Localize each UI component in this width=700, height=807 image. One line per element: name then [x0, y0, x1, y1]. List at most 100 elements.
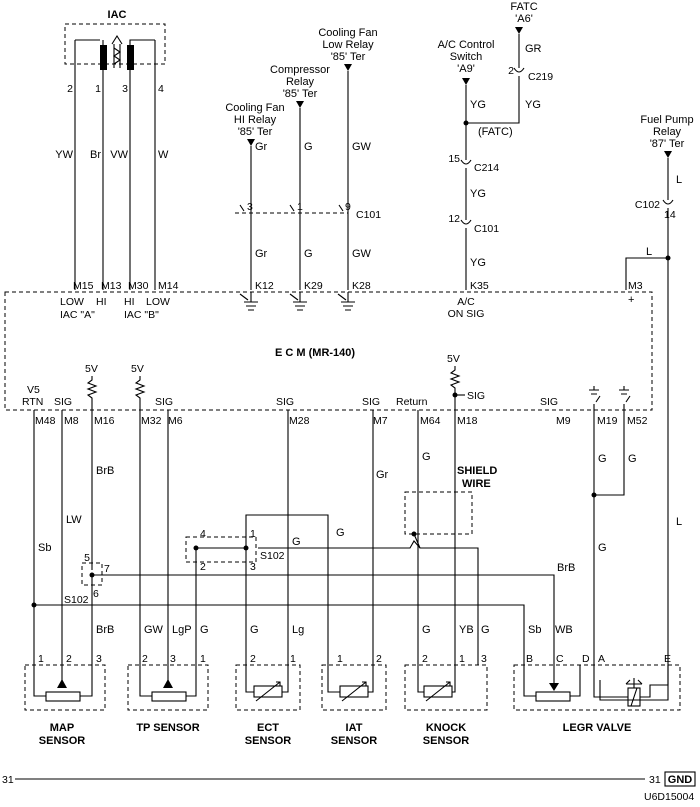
fuel-pump-line2: Relay	[653, 126, 682, 138]
wire-yg-2: YG	[470, 188, 486, 200]
c101-pin-12: 12	[448, 213, 460, 225]
s102-label-right: S102	[260, 550, 285, 562]
ecm-pin-m16: M16	[94, 415, 115, 427]
ecm-pin-m15: M15	[73, 280, 94, 292]
iac-group-a: IAC "A"	[60, 309, 95, 321]
map-label-1: MAP	[50, 722, 74, 734]
ecm-pin-m7: M7	[373, 415, 388, 427]
ecm-5v-1: 5V	[85, 363, 98, 375]
wire-g-bottom: G	[304, 248, 313, 260]
wire-lw: LW	[66, 514, 82, 526]
fuel-pump-circuit: Fuel Pump Relay '87' Ter L C102 14 L M3 …	[599, 114, 694, 701]
compressor-line2: Relay	[286, 76, 315, 88]
c214-label: C214	[474, 162, 499, 174]
ecm-pin-m28: M28	[289, 415, 310, 427]
ect-pin-2: 2	[250, 653, 256, 665]
wire-yb: YB	[459, 624, 474, 636]
legr-pin-b: B	[526, 653, 533, 665]
fatc-line1: FATC	[510, 1, 537, 13]
ecm-pin-m3: M3	[628, 280, 643, 292]
knock-pin-3: 3	[481, 653, 487, 665]
compressor-line3: '85' Ter	[283, 88, 318, 100]
legr-pin-a: A	[598, 653, 605, 665]
relay-feeds: Cooling Fan Low Relay '85' Ter Compresso…	[225, 27, 381, 311]
wire-brb-1: BrB	[96, 465, 114, 477]
knock-pin-2: 2	[422, 653, 428, 665]
cooling-fan-low-line2: Low Relay	[322, 39, 374, 51]
ground-tag: GND	[668, 774, 693, 786]
wire-gr-fatc: GR	[525, 43, 542, 55]
ect-label-2: SENSOR	[245, 735, 292, 747]
ecm-5v-2: 5V	[131, 363, 144, 375]
knock-sensor: 2 1 3 KNOCK SENSOR	[404, 653, 488, 747]
c219-pin-2: 2	[508, 65, 514, 77]
iac-pin-1: 1	[95, 83, 101, 95]
ect-pin-1: 1	[290, 653, 296, 665]
wire-sb-legr: Sb	[528, 624, 541, 636]
s102-pin-6: 6	[93, 588, 99, 600]
s102-pin-2: 2	[200, 561, 206, 573]
wire-gr-iat: Gr	[376, 469, 389, 481]
knock-pin-1: 1	[459, 653, 465, 665]
legr-pin-e: E	[664, 653, 671, 665]
wire-lgp: LgP	[172, 624, 192, 636]
ecm-sig-m28: SIG	[276, 396, 294, 408]
wire-brb-2: BrB	[96, 624, 114, 636]
ac-switch-line1: A/C Control	[438, 39, 495, 51]
iac-component: IAC 2 1 3 4 YW Br VW W M15 M13 M30 M14 L…	[55, 9, 178, 321]
cooling-fan-hi-line1: Cooling Fan	[225, 102, 284, 114]
ground-right-number: 31	[649, 774, 661, 786]
ecm-label-hi-a: HI	[96, 296, 107, 308]
ac-switch-line3: 'A9'	[457, 63, 475, 75]
wire-lg: Lg	[292, 624, 304, 636]
ecm-pin-m19: M19	[597, 415, 618, 427]
knock-label-2: SENSOR	[423, 735, 470, 747]
ecm-pin-k28: K28	[352, 280, 371, 292]
ecm-pin-k29: K29	[304, 280, 323, 292]
tp-label: TP SENSOR	[136, 722, 199, 734]
wire-yw: YW	[55, 149, 73, 161]
c101-pin-9: 9	[345, 201, 351, 213]
ecm-label-low-b: LOW	[146, 296, 170, 308]
compressor-line1: Compressor	[270, 64, 330, 76]
wire-g-m64: G	[422, 451, 431, 463]
map-pin-2: 2	[66, 653, 72, 665]
ecm-pin-k35: K35	[470, 280, 489, 292]
iac-pin-3: 3	[122, 83, 128, 95]
wire-vw: VW	[110, 149, 128, 161]
c101-label-left: C101	[356, 209, 381, 221]
wire-wb: WB	[555, 624, 573, 636]
wire-gw-tp: GW	[144, 624, 164, 636]
wire-g-knock: G	[422, 624, 431, 636]
wire-g-tp: G	[200, 624, 209, 636]
s102-label-left: S102	[64, 594, 89, 606]
ecm-pin-m52: M52	[627, 415, 648, 427]
s102-pin-1: 1	[250, 528, 256, 540]
c102-label: C102	[635, 199, 660, 211]
wire-sb-map: Sb	[38, 542, 51, 554]
figure-id: U6D15004	[644, 791, 694, 803]
ecm-sig-m7: SIG	[362, 396, 380, 408]
wire-g-ect: G	[250, 624, 259, 636]
ecm-return: Return	[396, 396, 428, 408]
cooling-fan-hi-line3: '85' Ter	[238, 126, 273, 138]
wire-l-2: L	[646, 246, 652, 258]
ecm-title: E C M (MR-140)	[275, 347, 355, 359]
wire-g-knock3: G	[481, 624, 490, 636]
c101-label-right: C101	[474, 223, 499, 235]
c219-label: C219	[528, 71, 553, 83]
wire-g-m52: G	[628, 453, 637, 465]
map-pin-3: 3	[96, 653, 102, 665]
ecm-pin-m9: M9	[556, 415, 571, 427]
legr-label: LEGR VALVE	[563, 722, 632, 734]
ecm-v5: V5	[27, 384, 40, 396]
ecm-plus: +	[628, 294, 634, 306]
s102-pin-3: 3	[250, 561, 256, 573]
legr-valve: B C A D E LEGR VALVE	[513, 653, 681, 734]
shield-wire-line2: WIRE	[462, 478, 491, 490]
wire-l-3: L	[676, 516, 682, 528]
wire-g-legr: G	[598, 542, 607, 554]
ground-left-number: 31	[2, 774, 14, 786]
c102-pin-14: 14	[664, 209, 676, 221]
